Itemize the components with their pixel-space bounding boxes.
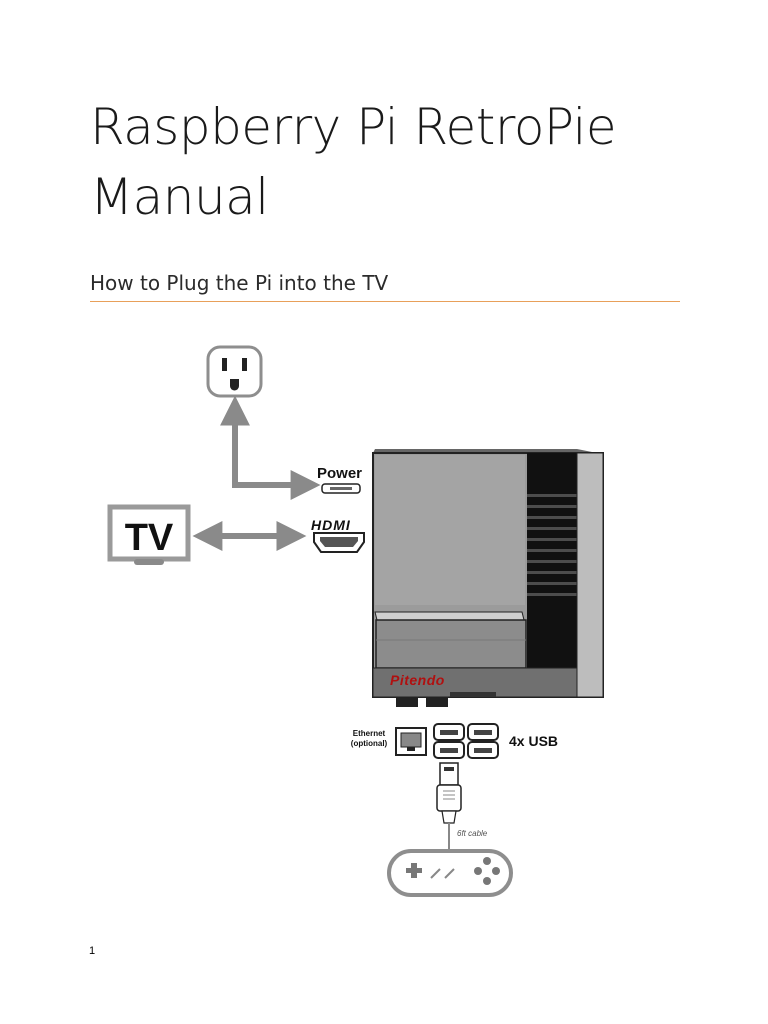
- wall-outlet-icon: [206, 345, 263, 398]
- usb-label: 4x USB: [509, 733, 558, 749]
- controller-icon: [387, 849, 513, 897]
- cable-length-label: 6ft cable: [457, 829, 488, 838]
- ethernet-port-icon: [395, 727, 427, 756]
- section-heading: How to Plug the Pi into the TV: [90, 271, 389, 295]
- connection-diagram: Power HDMI TV: [107, 345, 604, 897]
- tv-label: TV: [125, 517, 174, 559]
- document-title: Raspberry Pi RetroPie Manual: [90, 98, 617, 226]
- usb-ports-icon: [433, 723, 499, 759]
- ethernet-label: Ethernet: [353, 729, 386, 738]
- page-number: 1: [89, 945, 96, 957]
- hdmi-label: HDMI: [311, 517, 351, 533]
- tv-icon: TV: [107, 504, 191, 565]
- ethernet-note: (optional): [351, 739, 388, 748]
- micro-usb-port-icon: [321, 483, 361, 494]
- console-brand-label: Pitendo: [390, 672, 445, 688]
- power-label: Power: [317, 465, 362, 482]
- power-arrow: [220, 395, 321, 500]
- vent-ridges: [527, 494, 577, 596]
- heading-underline: [90, 301, 680, 302]
- usb-plug-icon: [436, 762, 462, 824]
- console-illustration: Pitendo: [372, 449, 604, 707]
- hdmi-port-icon: [313, 532, 365, 553]
